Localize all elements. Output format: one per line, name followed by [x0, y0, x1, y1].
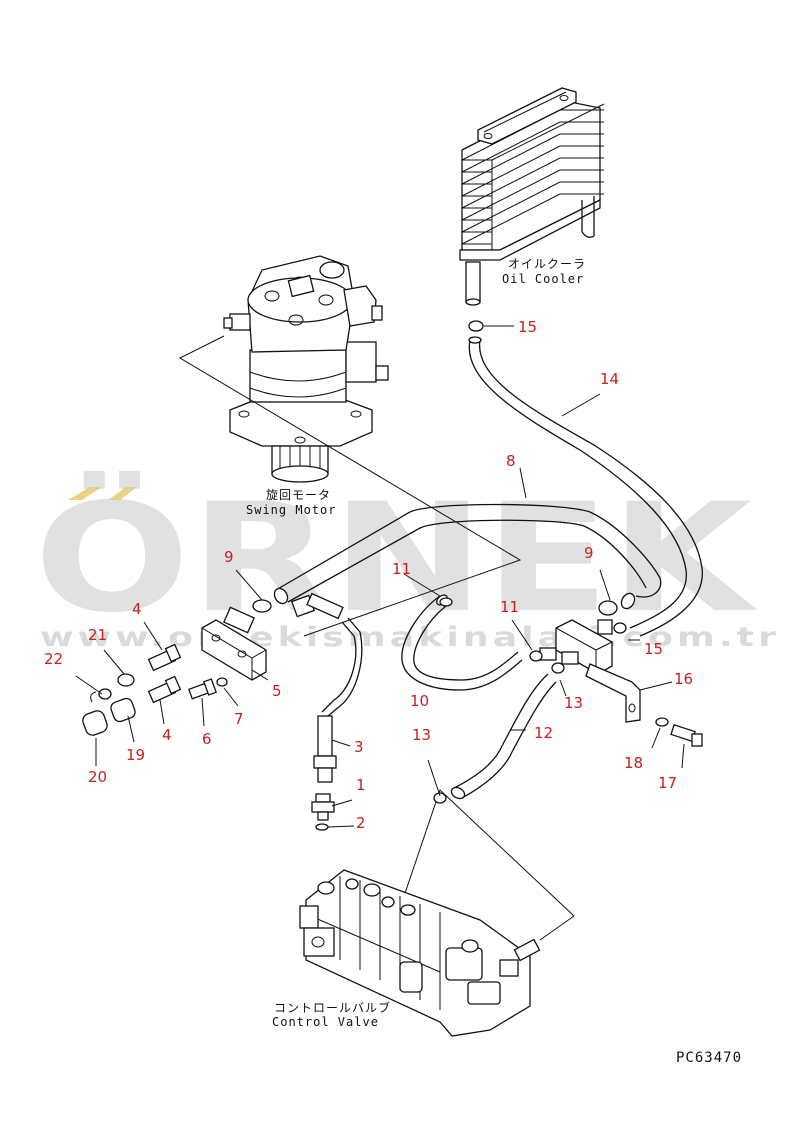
callout-20: 20 — [88, 768, 107, 786]
callout-4-top: 4 — [132, 600, 142, 618]
watermark-accent-mark — [108, 487, 137, 500]
callout-10: 10 — [410, 692, 429, 710]
pipe-12 — [450, 673, 557, 800]
swing-motor-drawing: 旋回モータ Swing Motor — [223, 255, 389, 517]
callout-7: 7 — [234, 710, 244, 728]
callout-2: 2 — [356, 814, 366, 832]
callout-15-top: 15 — [518, 318, 537, 336]
callout-6-visible: 6 — [202, 730, 212, 748]
watermark-accent-mark — [68, 487, 102, 500]
callout-19: 19 — [126, 746, 145, 764]
callout-9-left: 9 — [224, 548, 234, 566]
adapter-1 — [311, 793, 335, 821]
callouts: 15 14 8 9 9 11 11 15 16 13 10 12 13 3 1 … — [44, 318, 693, 832]
callout-18: 18 — [624, 754, 643, 772]
callout-9-right: 9 — [584, 544, 594, 562]
callout-5: 5 — [272, 682, 282, 700]
reference-lines — [178, 335, 575, 941]
callout-22: 22 — [44, 650, 63, 668]
callout-17: 17 — [658, 774, 677, 792]
callout-3: 3 — [354, 738, 364, 756]
oil-cooler-label-jp: オイルクーラ — [508, 257, 586, 271]
oil-cooler-label-en: Oil Cooler — [502, 272, 584, 286]
callout-11-mid: 11 — [500, 598, 519, 616]
callout-4-bottom: 4 — [162, 726, 172, 744]
pipe-14 — [468, 336, 703, 637]
callout-21: 21 — [88, 626, 107, 644]
callout-16: 16 — [674, 670, 693, 688]
control-valve-label-jp: コントロールバルブ — [274, 1000, 391, 1015]
pipe-8 — [273, 503, 662, 605]
callout-11-top: 11 — [392, 560, 411, 578]
fittings-left — [82, 643, 228, 736]
swing-motor-label-jp: 旋回モータ — [266, 488, 331, 502]
plate-5 — [201, 606, 267, 681]
callout-1: 1 — [356, 776, 366, 794]
watermark-url: www.ornekismakinalari.com.tr — [40, 622, 780, 653]
oil-cooler-drawing: オイルクーラ Oil Cooler — [459, 87, 605, 306]
drawing-code: PC63470 — [676, 1050, 742, 1066]
junction-block — [539, 619, 703, 747]
callout-8: 8 — [506, 452, 516, 470]
control-valve-drawing: コントロールバルブ Control Valve — [272, 869, 541, 1037]
callout-15-right: 15 — [644, 640, 663, 658]
swing-motor-label-en: Swing Motor — [246, 503, 336, 517]
watermark: ÖRNEK www.ornekismakinalari.com.tr — [34, 470, 780, 653]
clamps — [252, 320, 627, 804]
hose-3 — [290, 592, 363, 783]
callout-14: 14 — [600, 370, 619, 388]
callout-13-right: 13 — [564, 694, 583, 712]
watermark-brand: ÖRNEK — [34, 470, 758, 646]
o-ring-2 — [315, 823, 329, 831]
callout-12: 12 — [534, 724, 553, 742]
callout-13-left: 13 — [412, 726, 431, 744]
leader-lines — [75, 325, 685, 828]
control-valve-label-en: Control Valve — [272, 1015, 379, 1029]
